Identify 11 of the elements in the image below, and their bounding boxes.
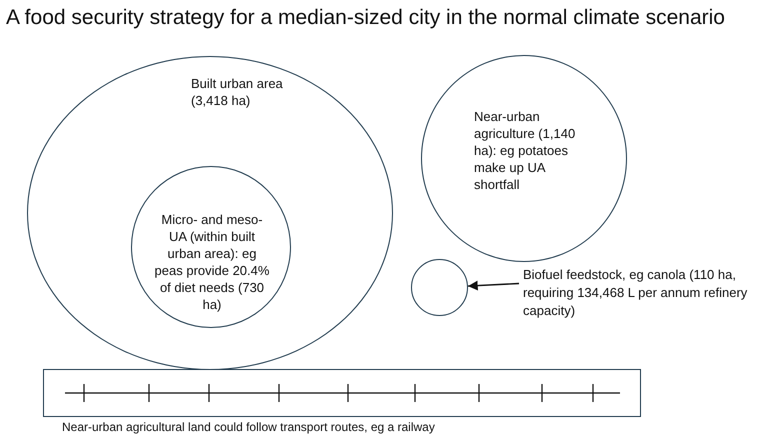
- note-text: Biofuel feedstock, eg canola (110 ha, requiring 134,468 L per annum refinery capacity): [523, 266, 753, 320]
- circle-label: Near-urban agriculture (1,140 ha): eg potatoes make up UA shortfall: [474, 108, 576, 193]
- area-circle: [131, 166, 291, 328]
- area-circle: [27, 56, 393, 370]
- empty-circle: [411, 259, 468, 316]
- circle-label: Built urban area (3,418 ha): [191, 75, 284, 109]
- caption-text: Near-urban agricultural land could follow transport routes, eg a railway: [62, 420, 435, 434]
- title: A food security strategy for a median-sized city in the normal climate scenario: [6, 6, 725, 30]
- arrow: [468, 280, 520, 290]
- area-circle: [421, 55, 627, 262]
- circle-label: Micro- and meso-UA (within built urban area): eg peas provide 20.4% of diet needs (730 ha): [154, 211, 270, 313]
